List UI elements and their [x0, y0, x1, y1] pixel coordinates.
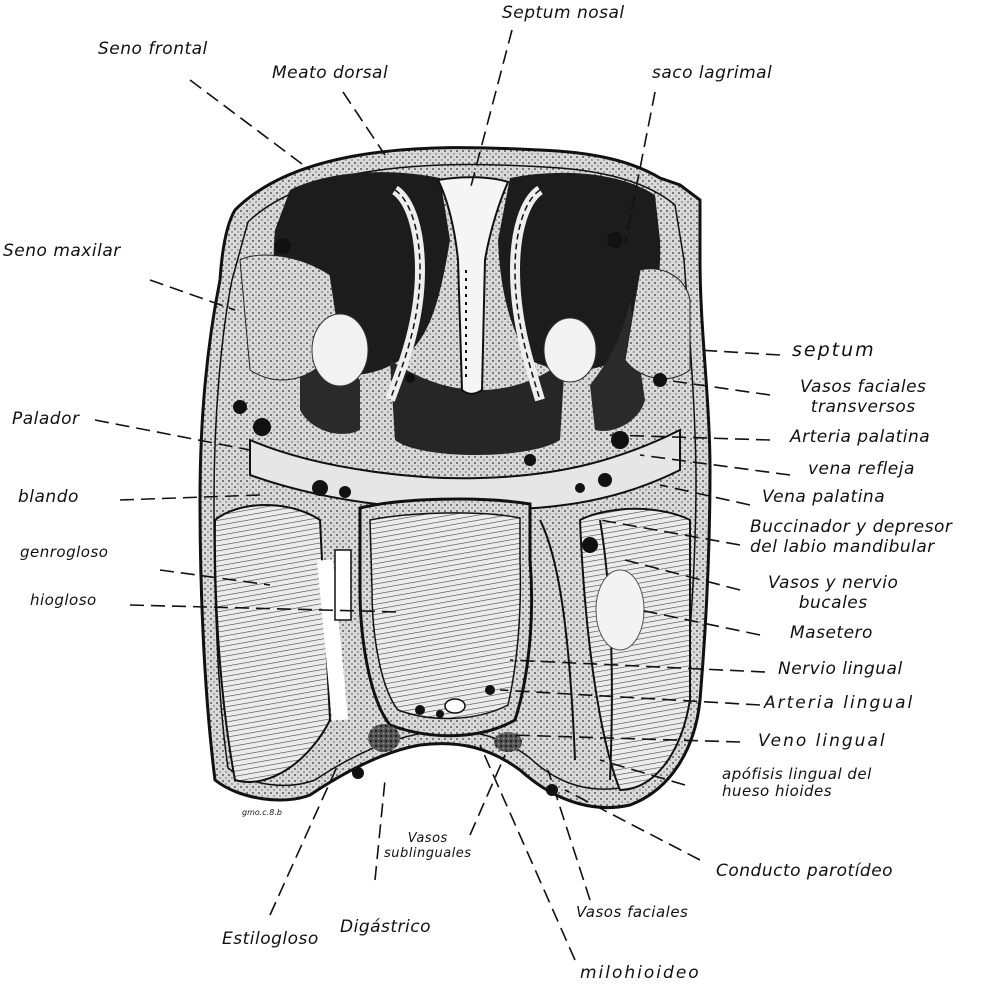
label-vasos-nervio-bucales: Vasos y nervio bucales [768, 574, 898, 613]
label-vasos-sublinguales: Vasos sublinguales [384, 832, 472, 862]
label-blando: blando [18, 488, 79, 508]
label-milohioideo: milohioideo [580, 964, 701, 984]
label-digastrico: Digástrico [340, 918, 431, 938]
label-estilogloso: Estilogloso [222, 930, 319, 950]
label-apofisis: apófisis lingual del hueso hioides [722, 766, 872, 801]
label-arteria-lingual: Arteria lingual [764, 694, 914, 714]
label-vena-palatina: Vena palatina [762, 488, 885, 508]
label-vena-refleja: vena refleja [808, 460, 915, 480]
label-vasos-faciales: Vasos faciales [576, 904, 688, 921]
label-buccinador: Buccinador y depresor del labio mandibul… [750, 518, 952, 557]
label-genrogloso: genrogloso [20, 544, 108, 561]
label-saco-lagrimal: saco lagrimal [652, 64, 772, 84]
label-seno-maxilar: Seno maxilar [3, 242, 121, 262]
label-meato-dorsal: Meato dorsal [272, 64, 388, 84]
label-hiogloso: hiogloso [30, 592, 97, 609]
label-arteria-palatina: Arteria palatina [790, 428, 930, 448]
artist-signature: gmo.c.8.b [242, 808, 282, 817]
tongue [360, 499, 532, 736]
label-seno-frontal: Seno frontal [98, 40, 208, 60]
label-palador: Palador [12, 410, 80, 430]
label-nervio-lingual: Nervio lingual [778, 660, 903, 680]
label-septum: septum [792, 340, 876, 362]
label-masetero: Masetero [790, 624, 873, 644]
label-vasos-faciales-transversos: Vasos faciales transversos [800, 378, 926, 417]
label-conducto-parotideo: Conducto parotídeo [716, 862, 893, 882]
label-septum-nasal: Septum nosal [502, 4, 625, 24]
label-vena-lingual: Veno lingual [758, 732, 887, 752]
